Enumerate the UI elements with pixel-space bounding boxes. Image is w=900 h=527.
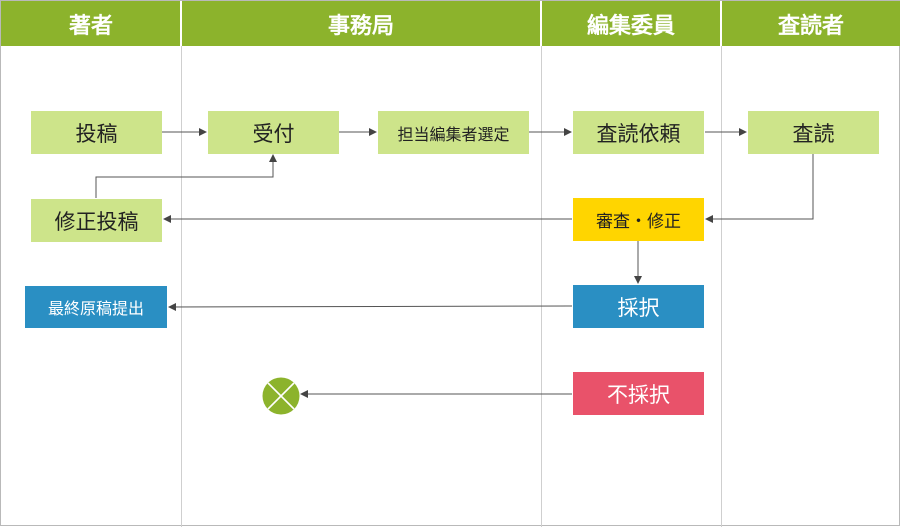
node-reception: 受付 (208, 111, 339, 154)
lane-header-reviewer: 査読者 (721, 1, 900, 46)
node-submission: 投稿 (31, 111, 162, 154)
lane-divider (541, 1, 542, 527)
lane-divider (181, 1, 182, 527)
header-divider (540, 1, 542, 46)
lane-header-secretariat: 事務局 (181, 1, 541, 46)
node-acceptance: 採択 (573, 285, 704, 328)
header-divider (180, 1, 182, 46)
node-examination-revision: 審査・修正 (573, 198, 704, 241)
node-review: 査読 (748, 111, 879, 154)
node-rejection: 不採択 (573, 372, 704, 415)
node-review-request: 査読依頼 (573, 111, 704, 154)
node-revised-submission: 修正投稿 (31, 199, 162, 242)
arrow-review-to-examination (705, 154, 814, 223)
node-editor-selection: 担当編集者選定 (378, 111, 529, 154)
lane-header-editorial-committee: 編集委員 (541, 1, 721, 46)
lane-divider (721, 1, 722, 527)
arrow-acceptance-to-final (168, 302, 573, 311)
lane-header-author: 著者 (1, 1, 181, 46)
end-circle-x-icon (262, 377, 300, 415)
node-final-manuscript: 最終原稿提出 (25, 286, 167, 328)
arrow-revised-to-reception (95, 154, 277, 198)
header-divider (720, 1, 722, 46)
